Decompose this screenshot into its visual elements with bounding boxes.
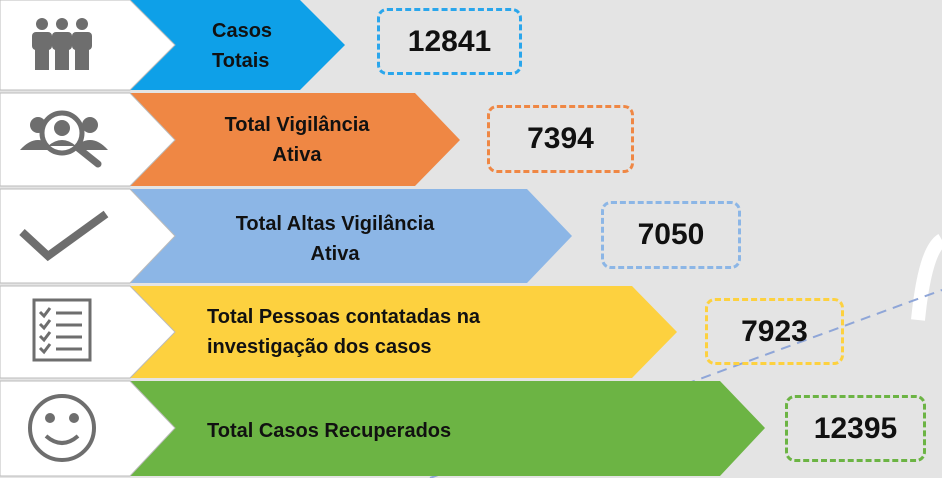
value-pessoas-contatadas: 7923	[705, 298, 844, 365]
label-line: Casos	[212, 20, 273, 42]
label-line: Total Altas Vigilância	[235, 213, 435, 235]
label-pessoas-contatadas: Total Pessoas contatadas na investigação …	[207, 302, 480, 362]
label-line: Ativa	[272, 144, 322, 166]
map-shape	[911, 233, 942, 321]
arrow-pessoas-contatadas	[130, 286, 677, 378]
label-line: Total Vigilância	[224, 114, 370, 136]
label-line: investigação dos casos	[207, 336, 432, 358]
label-line: Total Casos Recuperados	[207, 420, 452, 442]
value-altas-vigilancia: 7050	[601, 201, 741, 269]
arrow-vigilancia-ativa	[130, 93, 460, 186]
value-vigilancia-ativa: 7394	[487, 105, 634, 173]
value-casos-totais: 12841	[377, 8, 522, 75]
person-search-icon	[20, 110, 108, 168]
checkmark-icon	[19, 210, 109, 262]
arrow-casos-totais	[130, 0, 345, 90]
arrow-casos-recuperados	[130, 381, 765, 476]
icon-panel	[0, 188, 176, 284]
label-casos-recuperados: Total Casos Recuperados	[207, 416, 451, 446]
icon-panel	[0, 92, 176, 187]
label-line: Totais	[212, 50, 270, 72]
arrow-altas-vigilancia	[130, 189, 572, 283]
smiley-icon	[28, 394, 96, 462]
label-line: Total Pessoas contatadas na	[207, 306, 481, 328]
label-line: Ativa	[310, 243, 360, 265]
checklist-icon	[32, 298, 92, 362]
people-group-icon	[32, 18, 92, 70]
icon-panel	[0, 285, 176, 379]
value-casos-recuperados: 12395	[785, 395, 926, 462]
